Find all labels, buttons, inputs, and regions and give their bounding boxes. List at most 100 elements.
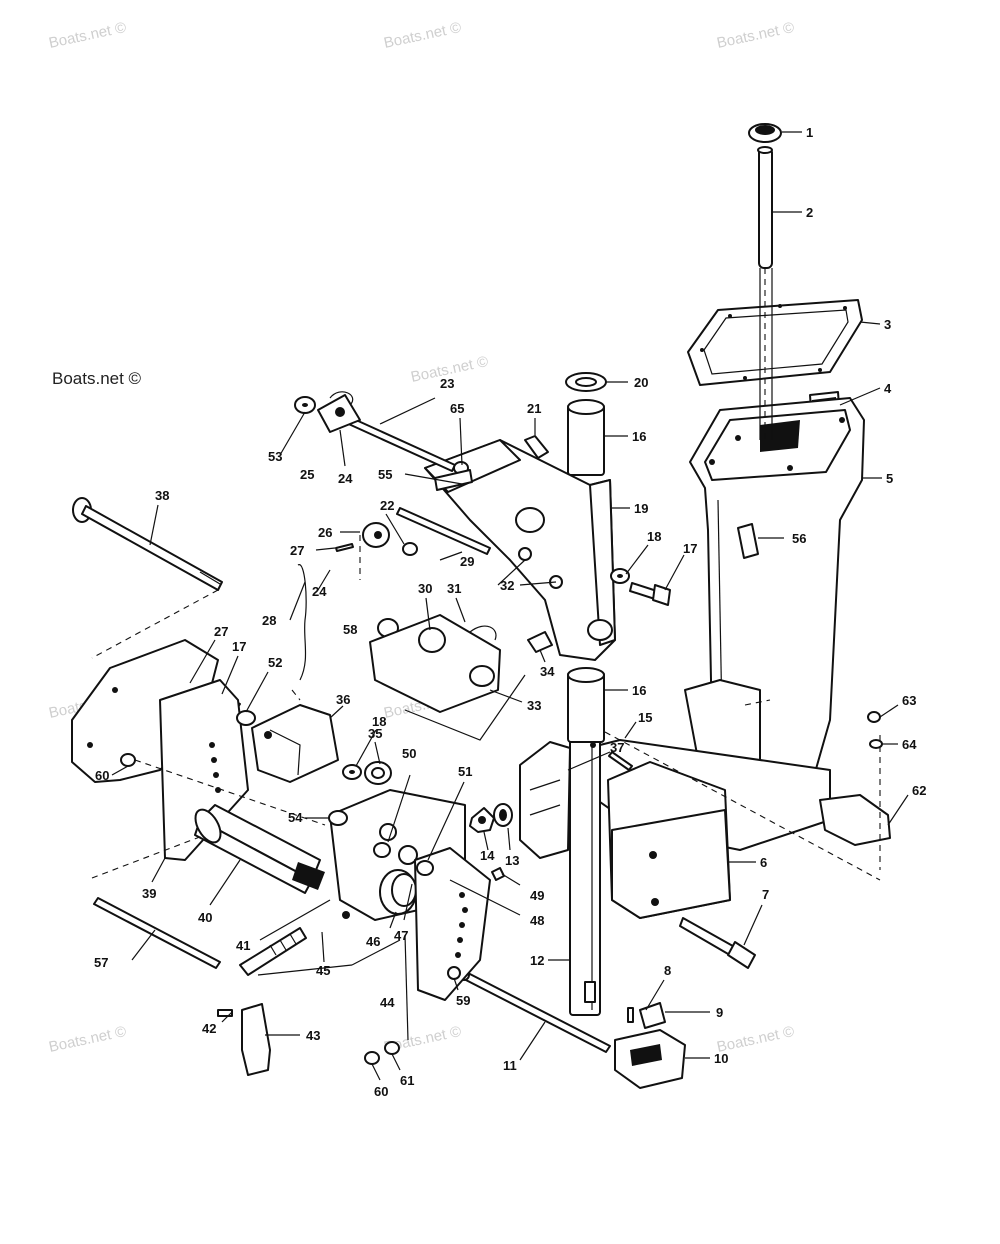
callout-34: 34	[540, 664, 555, 679]
part-29-pin	[396, 507, 491, 555]
callout-58: 58	[343, 622, 357, 637]
part-21-bolt	[524, 435, 549, 459]
part-25-53-lever	[294, 394, 361, 433]
callout-28: 28	[262, 613, 276, 628]
part-52-54-washers	[236, 710, 348, 826]
watermark-top-center: Boats.net ©	[382, 19, 462, 52]
callout-44: 44	[380, 995, 395, 1010]
callout-60-bottom: 60	[374, 1084, 388, 1099]
callout-23: 23	[440, 376, 454, 391]
part-56-bolt	[737, 523, 759, 559]
callout-38: 38	[155, 488, 169, 503]
callout-11: 11	[503, 1058, 517, 1073]
callout-12: 12	[530, 953, 544, 968]
assembly-dashed-lines	[91, 268, 881, 881]
callout-57: 57	[94, 955, 108, 970]
callout-25: 25	[300, 467, 314, 482]
watermark-top-right: Boats.net ©	[715, 19, 795, 52]
callout-4: 4	[884, 381, 892, 396]
callout-33: 33	[527, 698, 541, 713]
part-22-26-detent	[335, 522, 418, 556]
callout-64: 64	[902, 737, 917, 752]
part-28-spring	[297, 564, 307, 681]
callout-26: 26	[318, 525, 332, 540]
callout-24-lower: 24	[312, 584, 327, 599]
watermark-top-left: Boats.net ©	[47, 19, 127, 52]
watermark-bottom-left: Boats.net ©	[47, 1023, 127, 1056]
part-8-9-10-clip	[614, 1002, 686, 1089]
part-43-handle	[217, 1003, 271, 1076]
callout-17-right: 17	[683, 541, 697, 556]
callout-56: 56	[792, 531, 806, 546]
callout-19: 19	[634, 501, 648, 516]
callout-7: 7	[762, 887, 769, 902]
callout-31: 31	[447, 581, 461, 596]
part-33-tilt-lock	[369, 614, 526, 741]
callout-36: 36	[336, 692, 350, 707]
part-17-bolt-right	[629, 582, 671, 606]
callout-62: 62	[912, 783, 926, 798]
callout-52: 52	[268, 655, 282, 670]
part-40-cylinder	[194, 804, 325, 894]
callout-27-lower: 27	[214, 624, 228, 639]
part-15-pin	[608, 751, 633, 771]
part-2-water-tube	[757, 146, 773, 269]
callout-63: 63	[902, 693, 916, 708]
part-35-ring	[364, 761, 392, 785]
callout-17-left: 17	[232, 639, 246, 654]
callout-3: 3	[884, 317, 891, 332]
callout-9: 9	[716, 1005, 723, 1020]
callout-53: 53	[268, 449, 282, 464]
callout-13: 13	[505, 853, 519, 868]
watermark-left-middle: Boats.net ©	[52, 369, 142, 388]
callout-39: 39	[142, 886, 156, 901]
part-6-lower-bracket	[607, 761, 731, 919]
callout-51: 51	[458, 764, 472, 779]
part-1-grommet	[748, 123, 782, 143]
callout-50: 50	[402, 746, 416, 761]
callout-5: 5	[886, 471, 893, 486]
callout-18-left: 18	[372, 714, 386, 729]
callout-41: 41	[236, 938, 250, 953]
callout-59: 59	[456, 993, 470, 1008]
callout-2: 2	[806, 205, 813, 220]
callout-47: 47	[394, 928, 408, 943]
part-55-label	[434, 469, 473, 491]
part-36-latch-plate	[251, 704, 339, 783]
callout-10: 10	[714, 1051, 728, 1066]
callout-16-lower: 16	[632, 683, 646, 698]
callout-8: 8	[664, 963, 671, 978]
callout-48: 48	[530, 913, 544, 928]
callout-6: 6	[760, 855, 767, 870]
callout-45: 45	[316, 963, 330, 978]
part-12-swivel-tube	[569, 729, 601, 1016]
callout-54: 54	[288, 810, 303, 825]
part-13-14-nut-washer	[469, 803, 513, 833]
callout-55: 55	[378, 467, 392, 482]
part-34-bolt	[527, 631, 553, 653]
callout-29: 29	[460, 554, 474, 569]
callout-22: 22	[380, 498, 394, 513]
callout-65: 65	[450, 401, 464, 416]
part-62-anode-bracket	[819, 711, 891, 846]
part-18-washer-left	[342, 764, 362, 780]
callout-61: 61	[400, 1073, 414, 1088]
callout-46: 46	[366, 934, 380, 949]
part-57-stud	[93, 897, 221, 969]
part-7-bolt	[679, 917, 756, 969]
callout-27-upper: 27	[290, 543, 304, 558]
callout-labels: 1 2 3 4 5 6 7 8 9 10 11 12 13 14 15 16 1…	[94, 125, 926, 1099]
callout-42: 42	[202, 1021, 216, 1036]
part-20-thrust-washer	[565, 372, 607, 392]
callout-32: 32	[500, 578, 514, 593]
callout-49: 49	[530, 888, 544, 903]
callout-40: 40	[198, 910, 212, 925]
callout-20: 20	[634, 375, 648, 390]
part-48-tilt-plate	[414, 847, 491, 1001]
callout-18-right: 18	[647, 529, 661, 544]
part-3-gasket	[687, 299, 863, 386]
callout-24-upper: 24	[338, 471, 353, 486]
callout-43: 43	[306, 1028, 320, 1043]
part-16-lower-bushing	[567, 667, 605, 743]
